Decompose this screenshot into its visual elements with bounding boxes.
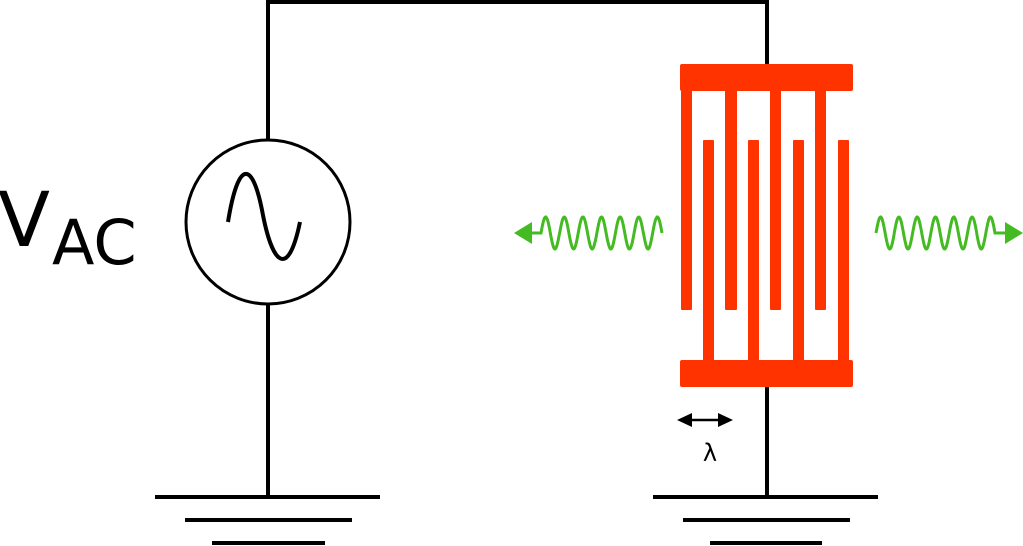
wavelength-label: λ: [703, 439, 717, 467]
ground-right-icon: [653, 495, 878, 545]
source-label-v: V: [0, 175, 50, 264]
wavelength-arrow-icon: [677, 413, 733, 427]
bottom-fingers: [703, 140, 849, 362]
top-bus-bar: [680, 64, 853, 91]
interdigital-transducer: [680, 64, 853, 387]
ground-left-icon: [155, 495, 380, 545]
top-wire: [266, 0, 769, 140]
ac-source-circle: [184, 138, 352, 306]
source-label-ac: AC: [52, 206, 137, 279]
wires: [266, 0, 769, 497]
sine-icon: [226, 172, 302, 261]
right-acoustic-wave-icon: [874, 215, 1023, 251]
ac-source: [184, 138, 352, 306]
left-acoustic-wave-icon: [514, 215, 664, 251]
top-fingers: [681, 88, 826, 310]
bottom-bus-bar: [680, 360, 853, 387]
